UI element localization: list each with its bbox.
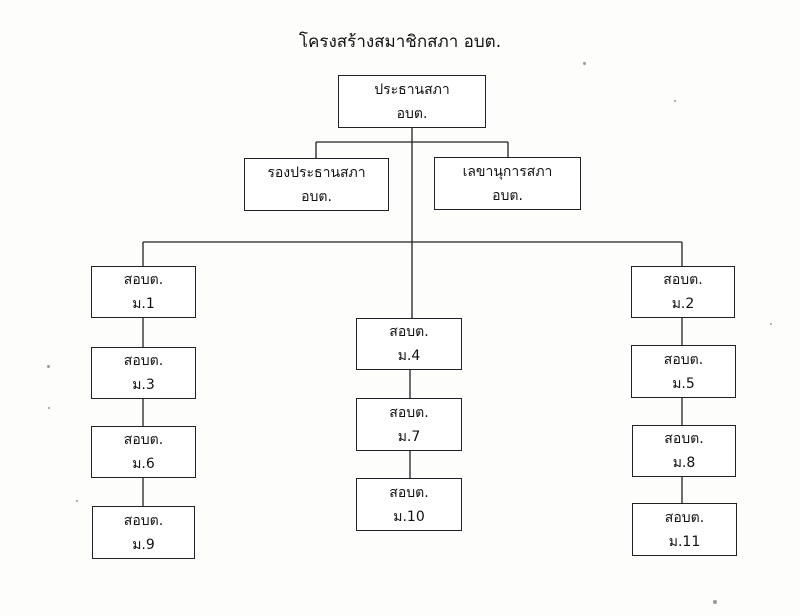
node-member-m9-title: สอบต. bbox=[123, 512, 164, 529]
node-member-m10-title: สอบต. bbox=[389, 484, 429, 501]
node-member-m7: สอบต. ม.7 bbox=[356, 398, 462, 451]
node-member-m7-village: ม.7 bbox=[397, 428, 421, 445]
node-president: ประธานสภา อบต. bbox=[338, 75, 486, 128]
scan-speck bbox=[48, 407, 50, 409]
node-secretary-title: เลขานุการสภา bbox=[462, 163, 553, 180]
scan-speck bbox=[713, 600, 717, 604]
node-member-m11-title: สอบต. bbox=[664, 509, 705, 526]
node-member-m3-title: สอบต. bbox=[123, 353, 164, 369]
node-member-m2-title: สอบต. bbox=[663, 272, 703, 288]
scan-speck bbox=[47, 365, 50, 368]
node-member-m9-village: ม.9 bbox=[132, 536, 155, 553]
node-member-m6-title: สอบต. bbox=[123, 432, 164, 448]
node-member-m6: สอบต. ม.6 bbox=[91, 426, 196, 478]
node-member-m1-title: สอบต. bbox=[123, 272, 164, 288]
node-member-m9: สอบต. ม.9 bbox=[92, 506, 195, 559]
node-vice-president-title: รองประธานสภา bbox=[267, 164, 366, 181]
node-member-m4: สอบต. ม.4 bbox=[356, 318, 462, 370]
node-member-m11-village: ม.11 bbox=[668, 533, 701, 550]
node-member-m5-village: ม.5 bbox=[672, 375, 695, 392]
node-member-m3: สอบต. ม.3 bbox=[91, 347, 196, 399]
node-member-m10: สอบต. ม.10 bbox=[356, 478, 462, 531]
node-member-m7-title: สอบต. bbox=[389, 404, 429, 421]
node-vice-president-subtitle: อบต. bbox=[301, 188, 332, 205]
node-member-m4-title: สอบต. bbox=[389, 324, 429, 340]
node-member-m8: สอบต. ม.8 bbox=[632, 425, 736, 477]
scan-speck bbox=[770, 323, 772, 325]
scan-speck bbox=[76, 500, 78, 502]
node-member-m1-village: ม.1 bbox=[132, 296, 155, 312]
node-vice-president: รองประธานสภา อบต. bbox=[244, 158, 389, 211]
node-member-m11: สอบต. ม.11 bbox=[632, 503, 737, 556]
node-member-m5: สอบต. ม.5 bbox=[631, 345, 736, 398]
node-secretary: เลขานุการสภา อบต. bbox=[434, 157, 581, 210]
node-member-m2-village: ม.2 bbox=[671, 296, 695, 312]
node-member-m1: สอบต. ม.1 bbox=[91, 266, 196, 318]
node-member-m8-title: สอบต. bbox=[664, 431, 704, 447]
scan-speck bbox=[583, 62, 586, 65]
node-member-m6-village: ม.6 bbox=[132, 456, 155, 472]
scan-speck bbox=[674, 100, 676, 102]
node-president-title: ประธานสภา bbox=[374, 81, 450, 98]
node-member-m4-village: ม.4 bbox=[397, 348, 421, 364]
node-member-m3-village: ม.3 bbox=[132, 377, 155, 393]
node-member-m2: สอบต. ม.2 bbox=[631, 266, 735, 318]
node-member-m5-title: สอบต. bbox=[663, 351, 704, 368]
node-member-m8-village: ม.8 bbox=[672, 455, 696, 471]
chart-title: โครงสร้างสมาชิกสภา อบต. bbox=[298, 32, 502, 52]
node-secretary-subtitle: อบต. bbox=[492, 187, 523, 204]
node-member-m10-village: ม.10 bbox=[393, 508, 425, 525]
node-president-subtitle: อบต. bbox=[396, 105, 428, 122]
